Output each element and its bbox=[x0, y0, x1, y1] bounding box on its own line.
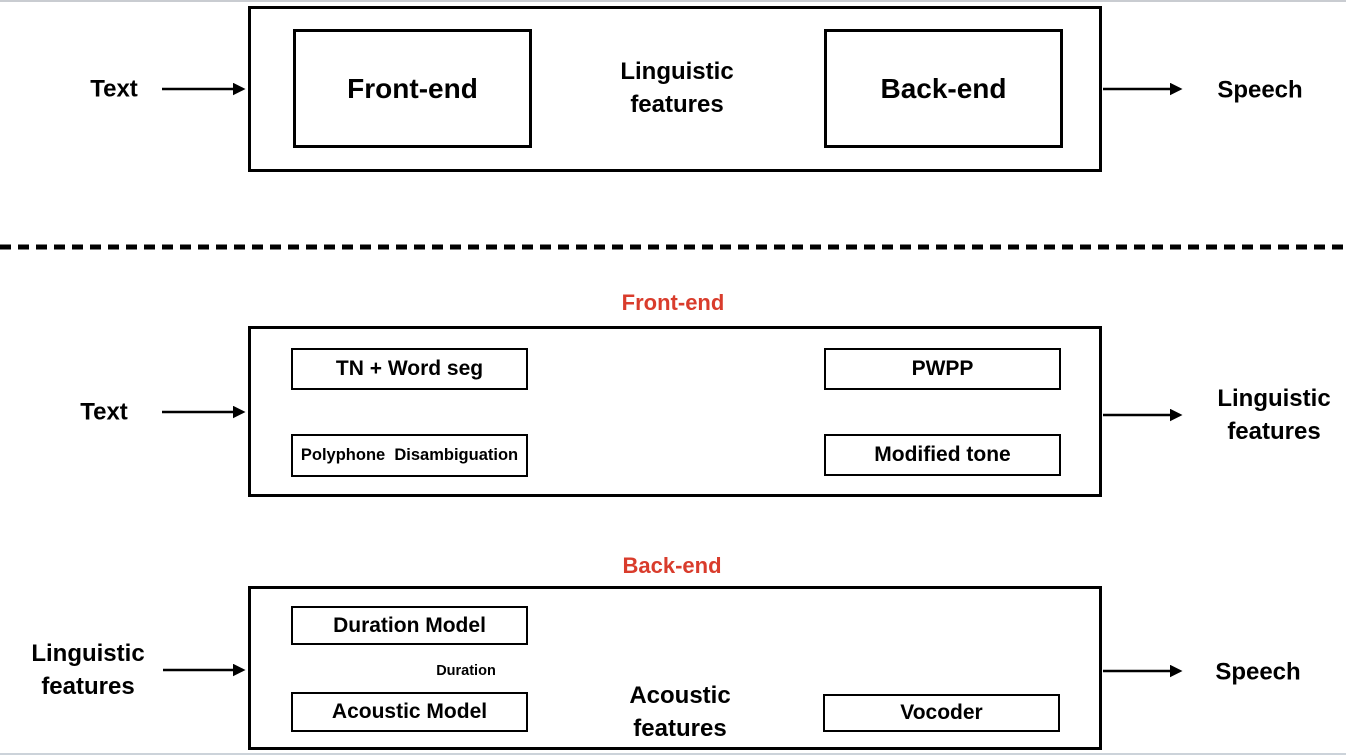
overview-connector-label-line2: features bbox=[630, 91, 724, 118]
overview-input-label: Text bbox=[90, 75, 138, 103]
overview-backend-box: Back-end bbox=[824, 29, 1063, 148]
modified-tone-box: Modified tone bbox=[824, 434, 1061, 476]
backend-input-label-line2: features bbox=[41, 673, 135, 700]
overview-connector-label: Linguistic features bbox=[620, 55, 733, 121]
backend-input-label: Linguistic features bbox=[31, 637, 144, 703]
overview-connector-label-line1: Linguistic bbox=[620, 58, 734, 85]
backend-connector-label: Acoustic features bbox=[629, 679, 730, 745]
vocoder-box: Vocoder bbox=[823, 694, 1060, 732]
duration-model-box: Duration Model bbox=[291, 606, 528, 645]
polyphone-disambiguation-box: Polyphone Disambiguation bbox=[291, 434, 528, 477]
overview-output-label: Speech bbox=[1217, 76, 1303, 104]
backend-section-title: Back-end bbox=[622, 553, 722, 578]
frontend-output-label-line1: Linguistic bbox=[1217, 385, 1331, 412]
frontend-output-label-line2: features bbox=[1227, 418, 1321, 445]
tn-wordseg-box: TN + Word seg bbox=[291, 348, 528, 390]
window-edge-top bbox=[0, 0, 1346, 2]
frontend-section-title: Front-end bbox=[621, 290, 725, 315]
frontend-output-label: Linguistic features bbox=[1217, 382, 1330, 448]
frontend-input-label: Text bbox=[80, 398, 128, 426]
backend-connector-label-line1: Acoustic bbox=[629, 682, 731, 709]
pwpp-box: PWPP bbox=[824, 348, 1061, 390]
duration-arrow-label: Duration bbox=[436, 663, 496, 679]
backend-connector-label-line2: features bbox=[633, 715, 727, 742]
overview-frontend-box: Front-end bbox=[293, 29, 532, 148]
window-edge-bottom bbox=[0, 753, 1346, 755]
backend-input-label-line1: Linguistic bbox=[31, 640, 145, 667]
acoustic-model-box: Acoustic Model bbox=[291, 692, 528, 732]
backend-output-label: Speech bbox=[1215, 658, 1301, 686]
